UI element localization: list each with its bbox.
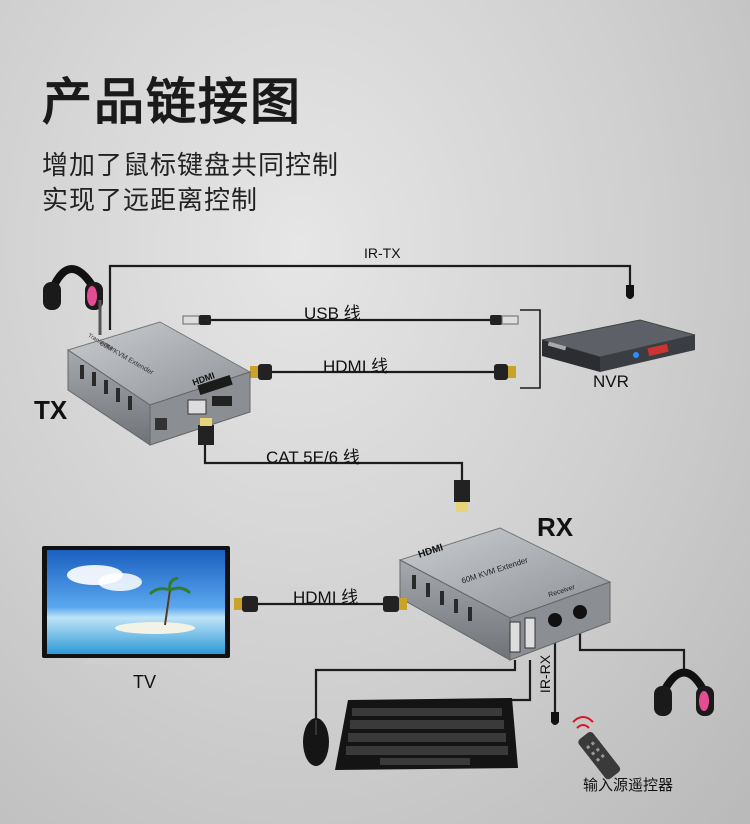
remote-label: 输入源遥控器: [583, 774, 673, 795]
cat-cable-label: CAT 5E/6 线: [266, 443, 360, 468]
ir-tx-sensor: [626, 285, 634, 299]
headphone-rx-cable: [580, 630, 684, 670]
remote-control-icon: [573, 717, 622, 781]
ir-tx-label: IR-TX: [364, 245, 401, 261]
nvr-bracket: [520, 310, 540, 388]
tx-label: TX: [34, 395, 67, 426]
cat-connector-rx: [454, 480, 470, 502]
tv-label: TV: [133, 672, 156, 693]
ir-rx-label: IR-RX: [537, 655, 553, 693]
usb-cable-label: USB 线: [304, 299, 361, 324]
keyboard-icon: [335, 698, 518, 770]
headphone-tx-icon: [43, 269, 103, 335]
rx-label: RX: [537, 512, 573, 543]
cat-connector-tx: [198, 425, 214, 445]
ir-rx-sensor: [551, 712, 559, 725]
nvr-device: [542, 320, 695, 372]
hdmi-bottom-label: HDMI 线: [293, 583, 358, 608]
nvr-label: NVR: [593, 372, 629, 392]
mouse-icon: [303, 718, 329, 766]
headphone-rx-icon: [654, 673, 714, 717]
hdmi-top-label: HDMI 线: [323, 352, 388, 377]
tv-device: [42, 546, 230, 664]
